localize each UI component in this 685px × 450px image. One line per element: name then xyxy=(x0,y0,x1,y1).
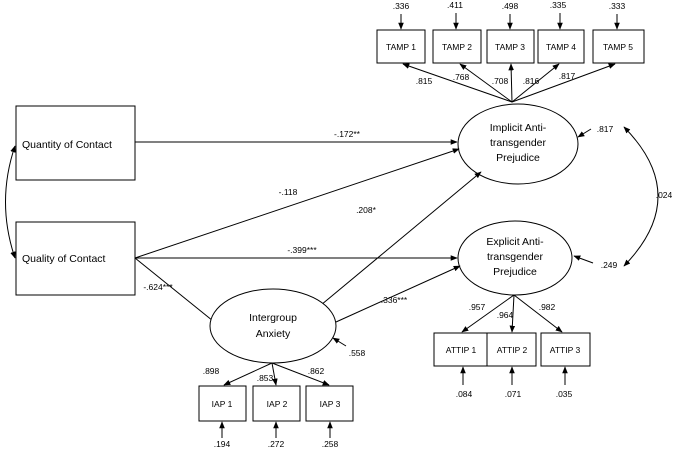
structural-paths: -.172** -.118 -.399*** -.624*** .208* .3… xyxy=(134,129,482,326)
attip-2-loading: .964 xyxy=(497,310,514,320)
attip-1-error: .084 xyxy=(456,389,473,399)
explicit-residual: .249 xyxy=(601,260,618,270)
attip-2-box xyxy=(486,332,537,367)
implicit-prejudice-label-1: Implicit Anti- xyxy=(490,122,547,134)
tamp-2-error: .411 xyxy=(447,0,463,10)
iap-2-box xyxy=(252,385,301,422)
iap-3-loading-arrow xyxy=(271,362,330,386)
implicit-explicit-covariance: .024 xyxy=(656,190,673,200)
attip-3-label: ATTIP 3 xyxy=(550,345,581,355)
tamp-4-loading-arrow xyxy=(511,63,560,103)
contact-observed: Quantity of Contact Quality of Contact xyxy=(5,105,136,296)
attip-3-loading-arrow xyxy=(513,294,563,333)
tamp-4-box xyxy=(537,29,585,64)
tamp-1-box xyxy=(376,29,426,64)
tamp-3-box xyxy=(486,29,535,64)
explicit-prejudice-label-1: Explicit Anti- xyxy=(486,236,544,248)
iap-1-loading-arrow xyxy=(223,362,273,386)
quality-to-implicit-coef: -.118 xyxy=(279,187,298,197)
attip-1-box xyxy=(433,332,489,367)
intergroup-anxiety-ellipse xyxy=(209,288,337,364)
tamp-3-loading: .708 xyxy=(492,76,509,86)
iap-3-error: .258 xyxy=(322,439,339,449)
attip-1-loading-arrow xyxy=(461,294,515,333)
implicit-prejudice-latent: Implicit Anti- transgender Prejudice .81… xyxy=(457,103,614,185)
quality-to-anxiety-path xyxy=(134,257,219,326)
anxiety-to-implicit-coef: .208* xyxy=(356,205,377,215)
quality-to-implicit-path xyxy=(134,148,460,259)
implicit-residual: .817 xyxy=(597,124,614,134)
anxiety-residual-arrow xyxy=(332,337,347,347)
iap-3-loading: .862 xyxy=(308,366,325,376)
tamp-1-loading-arrow xyxy=(402,63,513,103)
tamp-1-error: .336 xyxy=(393,1,410,11)
attip-1-label: ATTIP 1 xyxy=(446,345,477,355)
attip-3-loading: .982 xyxy=(539,302,556,312)
attip-3-box xyxy=(540,332,591,367)
tamp-2-loading-arrow xyxy=(459,63,513,103)
quantity-contact-label: Quantity of Contact xyxy=(22,139,112,151)
anxiety-to-explicit-coef: .336*** xyxy=(381,295,408,305)
tamp-3-label: TAMP 3 xyxy=(495,42,525,52)
implicit-prejudice-label-2: transgender xyxy=(490,137,547,149)
explicit-residual-arrow xyxy=(573,255,594,264)
tamp-4-label: TAMP 4 xyxy=(546,42,576,52)
implicit-residual-arrow xyxy=(577,128,592,138)
tamp-2-label: TAMP 2 xyxy=(442,42,472,52)
implicit-explicit-covariance-curve xyxy=(623,126,659,267)
quantity-contact-box xyxy=(15,105,136,181)
attip-2-label: ATTIP 2 xyxy=(497,345,528,355)
anxiety-to-implicit-path xyxy=(320,171,482,306)
tamp-indicators: TAMP 1 TAMP 2 TAMP 3 TAMP 4 TAMP 5 .336 … xyxy=(376,0,645,103)
intergroup-anxiety-label-2: Anxiety xyxy=(256,328,291,340)
tamp-5-error: .333 xyxy=(609,1,626,11)
tamp-5-box xyxy=(592,29,645,64)
iap-2-error: .272 xyxy=(268,439,285,449)
iap-1-box xyxy=(198,385,247,422)
tamp-5-label: TAMP 5 xyxy=(603,42,633,52)
explicit-prejudice-latent: Explicit Anti- transgender Prejudice .24… xyxy=(457,220,618,296)
quantity-to-implicit-coef: -.172** xyxy=(334,129,361,139)
tamp-4-error: .335 xyxy=(550,0,567,10)
attip-2-error: .071 xyxy=(505,389,522,399)
quality-to-anxiety-coef: -.624*** xyxy=(143,282,173,292)
tamp-1-loading: .815 xyxy=(416,76,433,86)
intergroup-anxiety-latent: Intergroup Anxiety .558 xyxy=(209,288,366,364)
tamp-2-box xyxy=(432,29,482,64)
attip-3-error: .035 xyxy=(556,389,573,399)
anxiety-to-explicit-path xyxy=(335,265,461,323)
explicit-prejudice-ellipse xyxy=(457,220,573,296)
quality-contact-label: Quality of Contact xyxy=(22,253,106,265)
iap-2-label: IAP 2 xyxy=(267,399,288,409)
tamp-3-error: .498 xyxy=(502,1,519,11)
tamp-1-label: TAMP 1 xyxy=(386,42,416,52)
iap-1-label: IAP 1 xyxy=(212,399,233,409)
iap-1-error: .194 xyxy=(214,439,231,449)
intergroup-anxiety-label-1: Intergroup xyxy=(249,312,297,324)
iap-3-box xyxy=(305,385,354,422)
quantity-quality-correlation-curve xyxy=(5,145,16,259)
tamp-3-loading-arrow xyxy=(508,63,514,103)
anxiety-residual: .558 xyxy=(349,348,366,358)
quality-to-explicit-coef: -.399*** xyxy=(287,245,317,255)
iap-indicators: .898 .853 .862 IAP 1 IAP 2 IAP 3 .194 .2… xyxy=(198,362,354,449)
attip-1-loading: .957 xyxy=(469,302,486,312)
tamp-5-loading-arrow xyxy=(511,63,616,103)
explicit-prejudice-label-3: Prejudice xyxy=(493,266,537,278)
iap-1-loading: .898 xyxy=(203,366,220,376)
iap-2-loading: .853 xyxy=(257,373,274,383)
attip-indicators: .957 .964 .982 ATTIP 1 ATTIP 2 ATTIP 3 .… xyxy=(433,294,591,399)
implicit-prejudice-ellipse xyxy=(457,103,579,185)
iap-3-label: IAP 3 xyxy=(320,399,341,409)
tamp-5-loading: .817 xyxy=(559,71,576,81)
quality-contact-box xyxy=(15,221,136,296)
implicit-prejudice-label-3: Prejudice xyxy=(496,152,540,164)
tamp-2-loading: .768 xyxy=(453,72,470,82)
tamp-4-loading: .816 xyxy=(523,76,540,86)
explicit-prejudice-label-2: transgender xyxy=(487,251,544,263)
iap-2-loading-arrow xyxy=(271,362,278,386)
attip-2-loading-arrow xyxy=(509,294,516,333)
